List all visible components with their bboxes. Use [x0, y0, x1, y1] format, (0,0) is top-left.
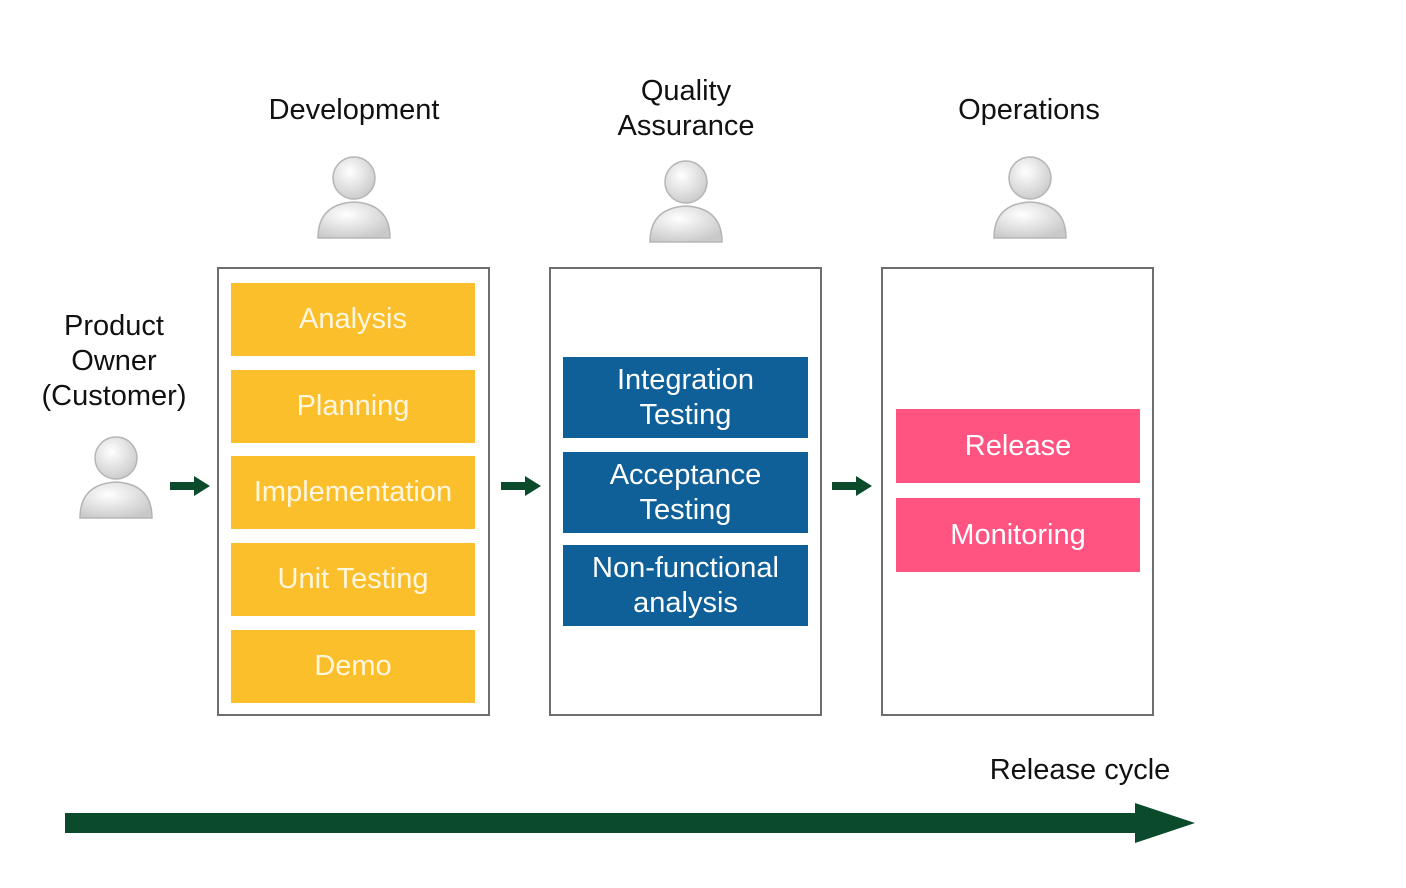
task-acceptance-testing: Acceptance Testing [563, 452, 808, 533]
release-cycle-label: Release cycle [989, 754, 1171, 786]
product-owner-label: Product Owner (Customer) [41, 310, 187, 412]
task-release: Release [896, 409, 1140, 483]
person-icon [317, 156, 391, 239]
release-cycle-arrow [65, 803, 1195, 843]
stage-title-quality-assurance: Quality Assurance [617, 75, 755, 142]
arrow-right-icon [832, 476, 872, 496]
task-unit-testing: Unit Testing [231, 543, 475, 616]
task-non-functional-analysis: Non-functional analysis [563, 545, 808, 626]
task-analysis: Analysis [231, 283, 475, 356]
task-implementation: Implementation [231, 456, 475, 529]
person-icon [79, 436, 153, 519]
task-integration-testing: Integration Testing [563, 357, 808, 438]
person-icon [649, 160, 723, 243]
stage-title-operations: Operations [958, 94, 1100, 126]
task-monitoring: Monitoring [896, 498, 1140, 572]
person-icon [993, 156, 1067, 239]
task-planning: Planning [231, 370, 475, 443]
stage-title-development: Development [268, 94, 440, 126]
operations-stage-box [881, 267, 1154, 716]
arrow-right-icon [501, 476, 541, 496]
task-demo: Demo [231, 630, 475, 703]
arrow-right-icon [170, 476, 210, 496]
